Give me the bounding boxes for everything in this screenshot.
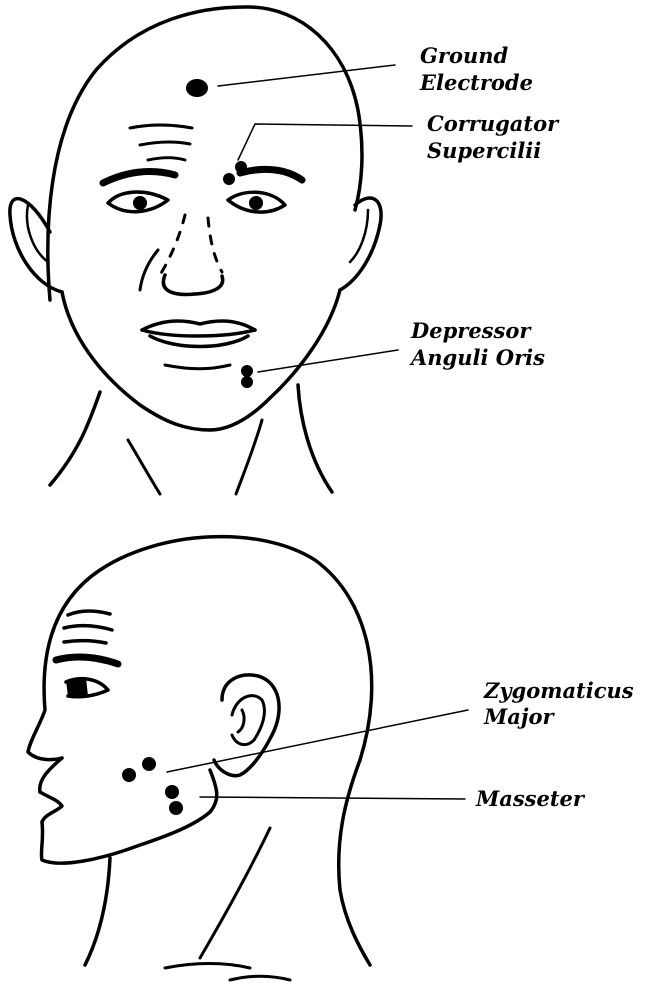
front-view-head (10, 7, 412, 494)
side-eyebrow (56, 657, 118, 664)
side-jaw-line (210, 770, 217, 812)
corrugator-label-line1: Corrugator (427, 111, 560, 136)
side-collar-2 (230, 976, 290, 980)
side-neck-back (339, 760, 370, 965)
front-upper-lip (142, 321, 255, 330)
depressor-electrode-upper (241, 365, 253, 377)
front-nasolabial-left (140, 250, 158, 290)
masseter-electrode-2 (169, 801, 183, 815)
front-neck-muscle-right (236, 420, 262, 494)
side-lips (40, 792, 62, 822)
corrugator-leader-line (238, 124, 412, 160)
masseter-label: Masseter (475, 786, 586, 811)
ground-electrode-label-line1: Ground (420, 43, 509, 68)
side-chin (41, 812, 210, 863)
depressor-leader-line (258, 350, 398, 372)
zygomaticus-label-line2: Major (483, 704, 555, 729)
side-pupil (66, 678, 88, 697)
front-neck-right (298, 385, 332, 492)
corrugator-electrode-upper (235, 161, 247, 173)
masseter-electrode-1 (165, 785, 179, 799)
side-upper-lip (40, 758, 62, 792)
front-chin-crease (165, 365, 230, 369)
side-neck-muscle (200, 828, 270, 958)
front-nose-bridge-left (160, 215, 185, 275)
depressor-label-line2: Anguli Oris (409, 345, 545, 370)
front-left-eyebrow (103, 172, 175, 183)
front-nose-bridge-right (208, 218, 222, 272)
front-mouth-line (142, 330, 255, 336)
front-left-pupil (133, 196, 147, 210)
front-nose-tip (163, 275, 222, 294)
front-right-pupil (249, 196, 263, 210)
depressor-electrode-lower (241, 376, 253, 388)
zygomaticus-leader-line (167, 710, 468, 772)
zygomaticus-electrode-1 (122, 768, 136, 782)
side-wrinkle-3 (64, 641, 106, 643)
side-head-outline (28, 537, 372, 760)
side-ear-canal (238, 710, 244, 732)
side-collar-1 (165, 964, 250, 969)
side-ear-inner (232, 696, 264, 745)
front-jaw-right (210, 290, 340, 430)
side-wrinkle-1 (68, 611, 110, 615)
forehead-wrinkle-1 (130, 125, 192, 128)
zygomaticus-label-line1: Zygomaticus (483, 678, 634, 703)
ground-electrode (186, 79, 208, 97)
corrugator-electrode-lower (223, 173, 235, 185)
ground-leader-line (218, 65, 395, 86)
front-right-ear-inner (350, 210, 368, 262)
ground-electrode-label-line2: Electrode (419, 70, 533, 95)
front-right-eyebrow (240, 169, 302, 180)
corrugator-label-line2: Supercilii (427, 138, 541, 163)
zygomaticus-electrode-2 (142, 757, 156, 771)
front-head-outline (48, 7, 362, 300)
front-neck-left (50, 392, 100, 485)
side-neck-front (85, 858, 110, 965)
front-left-ear (10, 199, 62, 292)
forehead-wrinkle-2 (140, 142, 190, 145)
masseter-leader-line (200, 797, 465, 799)
front-jaw-left (62, 292, 210, 430)
forehead-wrinkle-3 (148, 158, 185, 160)
depressor-label-line1: Depressor (410, 318, 532, 343)
side-view-head (28, 537, 468, 980)
front-neck-muscle-left (128, 440, 160, 494)
side-wrinkle-2 (64, 626, 112, 630)
